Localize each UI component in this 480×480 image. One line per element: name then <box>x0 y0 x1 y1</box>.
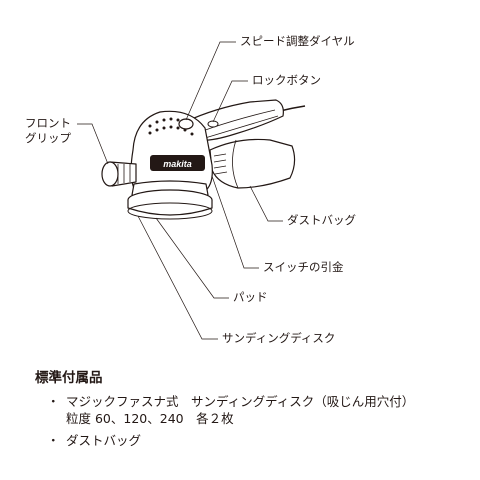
label-front-grip: フロント グリップ <box>25 116 71 146</box>
label-lock-button: ロックボタン <box>252 73 321 87</box>
standard-accessories: 標準付属品 ・ マジックファスナ式 サンディングディスク（吸じん用穴付） 粒度 … <box>35 366 475 454</box>
dust-bag-ribs <box>213 153 228 175</box>
lock-button-part <box>207 120 219 128</box>
brand-label <box>150 155 205 171</box>
label-dust-bag: ダストバッグ <box>287 213 356 227</box>
label-front-grip-line1: フロント <box>25 116 71 130</box>
leader-pad <box>155 217 229 299</box>
accessory-item: ・ マジックファスナ式 サンディングディスク（吸じん用穴付） 粒度 60、120… <box>35 393 475 427</box>
accessory-item: ・ ダストバッグ <box>35 432 475 449</box>
sander-illustration <box>101 99 306 220</box>
sanding-pad <box>127 200 213 216</box>
speed-dial-part <box>178 118 194 130</box>
motor-housing <box>130 110 213 193</box>
leader-sanding-disc <box>137 215 218 340</box>
label-pad: パッド <box>233 290 268 304</box>
leader-lock-button <box>212 80 248 123</box>
bullet: ・ <box>47 433 60 448</box>
leader-front-grip <box>77 123 109 165</box>
dust-bag-part <box>209 138 296 189</box>
label-switch-trigger: スイッチの引金 <box>263 260 344 274</box>
sanding-disc-part <box>127 202 213 220</box>
bullet: ・ <box>47 394 60 409</box>
accessories-list: ・ マジックファスナ式 サンディングディスク（吸じん用穴付） 粒度 60、120… <box>35 393 475 449</box>
label-sanding-disc: サンディングディスク <box>222 331 336 345</box>
accessory-line: 粒度 60、120、240 各２枚 <box>66 411 234 426</box>
leader-lines <box>77 41 283 340</box>
label-speed-dial: スピード調整ダイヤル <box>240 34 355 48</box>
brand-logo: makita <box>163 159 192 169</box>
leader-switch-trigger <box>211 175 259 269</box>
accessories-heading: 標準付属品 <box>35 370 103 386</box>
leader-speed-dial <box>185 41 236 121</box>
rear-handle <box>184 99 284 141</box>
sander-diagram: makita <box>77 41 306 340</box>
accessory-line: マジックファスナ式 サンディングディスク（吸じん用穴付） <box>66 394 415 409</box>
leader-dust-bag <box>249 185 283 222</box>
accessory-line: ダストバッグ <box>66 433 142 448</box>
label-front-grip-line2: グリップ <box>25 131 71 145</box>
